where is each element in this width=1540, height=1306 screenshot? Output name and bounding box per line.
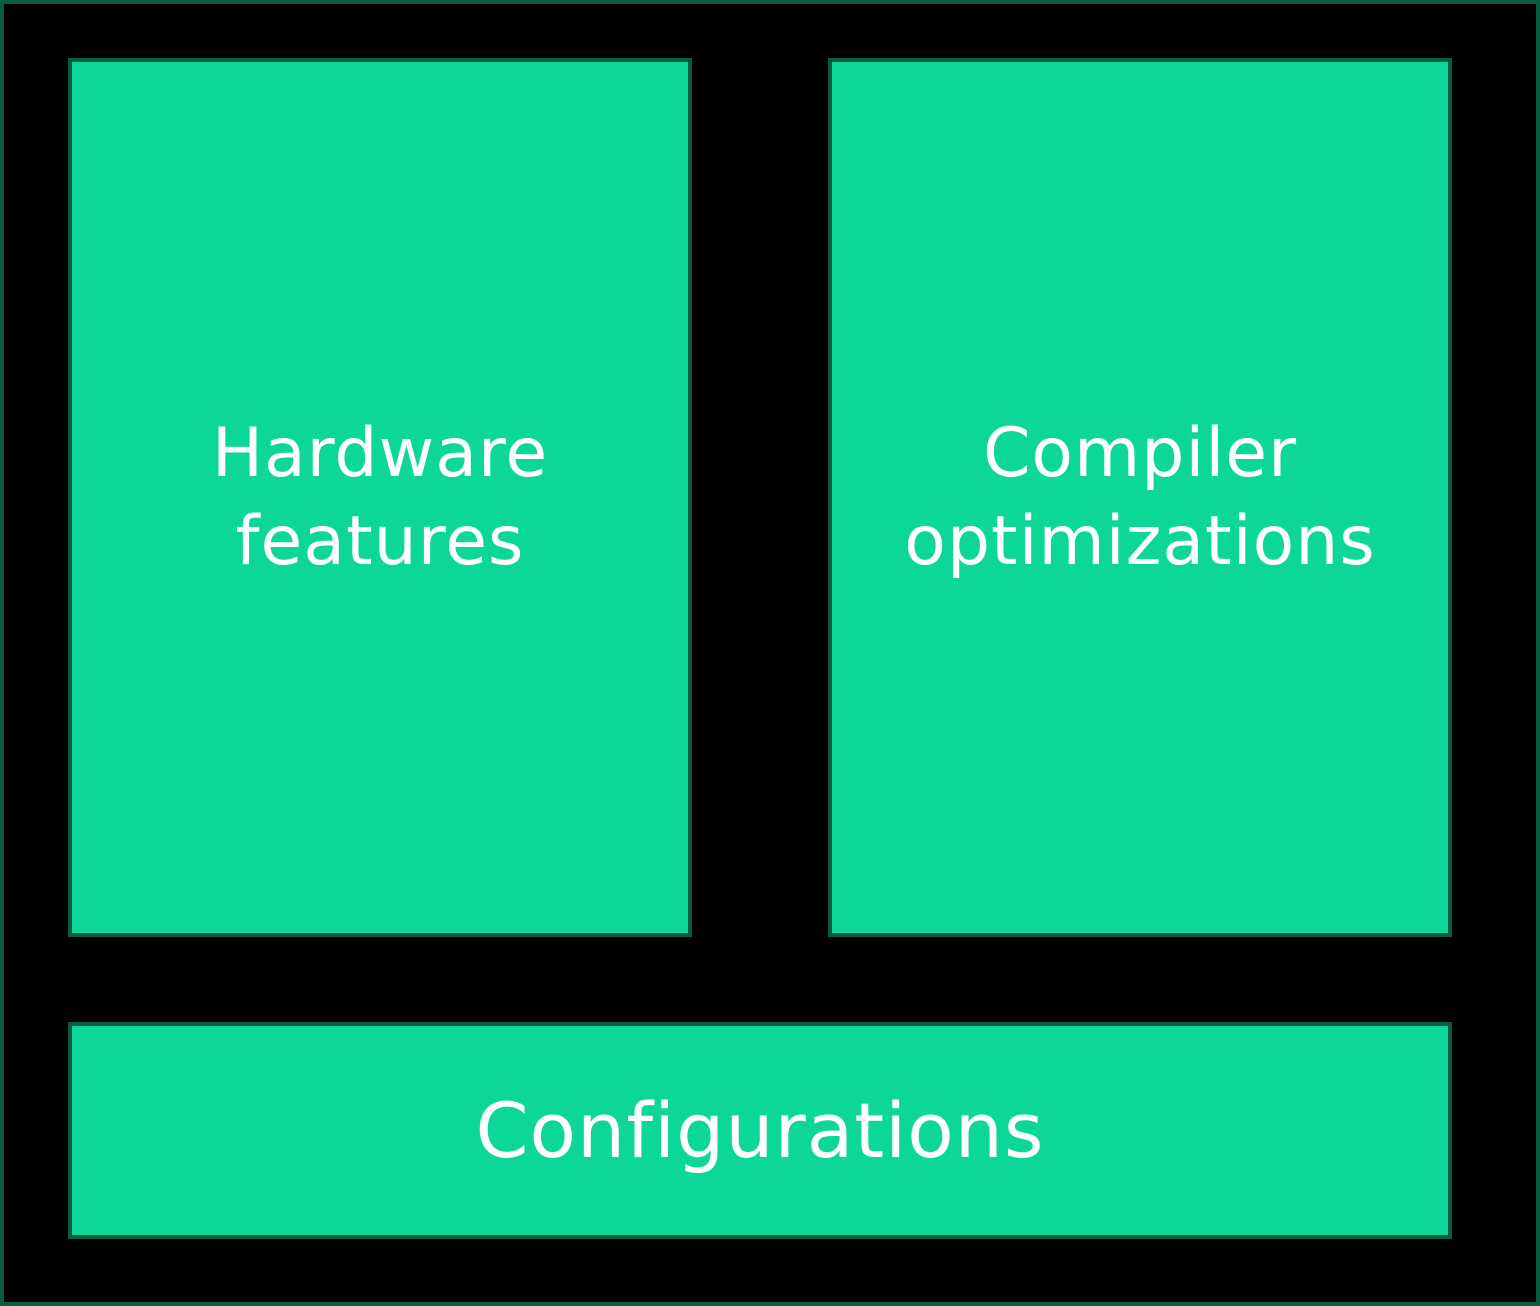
hardware-features-box: Hardware features [68, 58, 692, 937]
compiler-optimizations-box: Compiler optimizations [828, 58, 1452, 937]
configurations-label: Configurations [475, 1086, 1045, 1175]
configurations-box: Configurations [68, 1022, 1452, 1239]
compiler-optimizations-label: Compiler optimizations [904, 413, 1376, 581]
hardware-features-label: Hardware features [211, 413, 549, 581]
